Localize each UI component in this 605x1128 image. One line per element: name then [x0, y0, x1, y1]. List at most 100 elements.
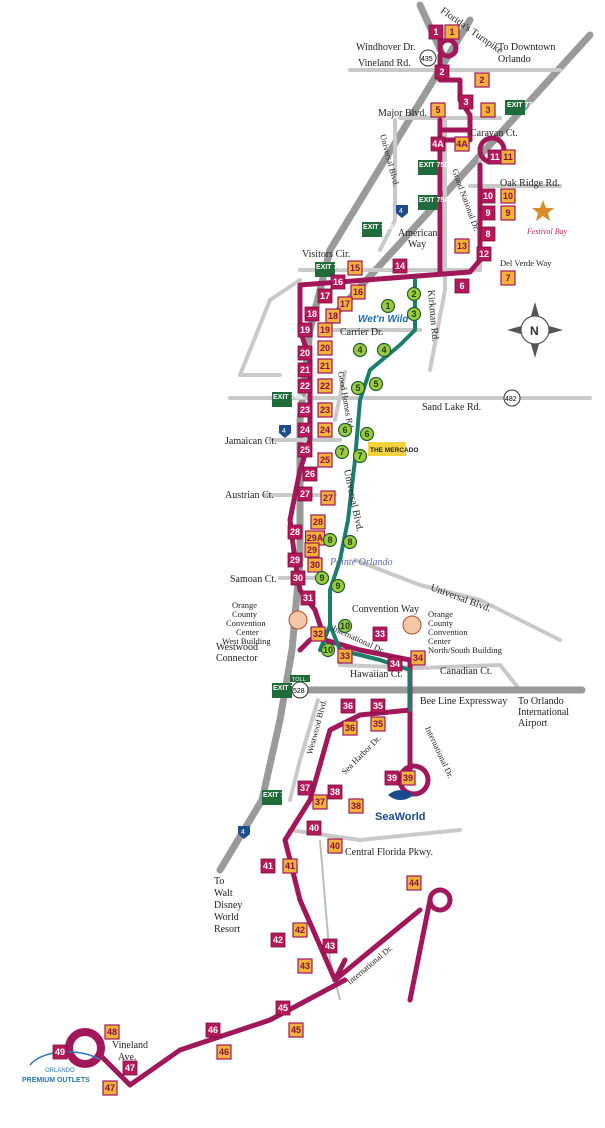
red-stop-23: 23 [297, 402, 313, 418]
svg-text:9: 9 [335, 581, 340, 591]
jamaican-label: Jamaican Ct. [225, 436, 277, 447]
red-stop-28-b: 28 [310, 514, 326, 530]
to-airport-label-1: To Orlando [518, 696, 564, 707]
green-stop-6: 6 [337, 422, 353, 438]
red-stop-35: 35 [370, 698, 386, 714]
to-airport-label-2: International [518, 707, 569, 718]
svg-text:23: 23 [320, 405, 330, 415]
svg-text:27: 27 [323, 493, 333, 503]
shield-i4-3: 4 [238, 826, 250, 839]
red-stop-40: 40 [306, 820, 322, 836]
to-airport-label-3: Airport [518, 718, 548, 729]
green-stop-4-b: 4 [376, 342, 392, 358]
svg-text:ORLANDO: ORLANDO [45, 1068, 75, 1074]
red-stop-44: 44 [406, 875, 422, 891]
svg-text:39: 39 [387, 773, 397, 783]
svg-text:29A: 29A [307, 533, 324, 543]
red-stop-37-b: 37 [312, 794, 328, 810]
major-label: Major Blvd. [378, 108, 427, 119]
canadian-label: Canadian Ct. [440, 666, 492, 677]
caravan-label: Caravan Ct. [470, 128, 518, 139]
svg-text:6: 6 [364, 429, 369, 439]
svg-text:27: 27 [300, 489, 310, 499]
svg-text:29: 29 [290, 555, 300, 565]
red-stop-36-b: 36 [342, 720, 358, 736]
red-stop-14: 14 [392, 258, 408, 274]
red-stop-48: 48 [104, 1024, 120, 1040]
to-wdw-3: Disney [214, 900, 242, 911]
red-stop-5: 5 [430, 102, 446, 118]
svg-text:7: 7 [339, 447, 344, 457]
svg-text:30: 30 [293, 573, 303, 583]
svg-text:18: 18 [328, 311, 338, 321]
red-stop-3-b: 3 [480, 102, 496, 118]
red-stop-45: 45 [275, 1000, 291, 1016]
svg-text:4: 4 [399, 208, 403, 215]
red-stop-4a: 4A [430, 136, 446, 152]
downtown-label-2: Orlando [498, 54, 531, 65]
svg-text:12: 12 [479, 249, 489, 259]
compass-icon: N [507, 302, 563, 358]
svg-text:10: 10 [483, 191, 493, 201]
svg-text:482: 482 [505, 396, 517, 403]
svg-text:N: N [530, 324, 539, 338]
exit-75b-sign: EXIT 75B [418, 160, 449, 175]
red-stop-29: 29 [287, 552, 303, 568]
svg-text:435: 435 [421, 56, 433, 63]
svg-text:36: 36 [343, 701, 353, 711]
occc-ns-4: Center [428, 636, 451, 646]
svg-text:13: 13 [457, 241, 467, 251]
green-stop-3: 3 [406, 306, 422, 322]
svg-text:EXIT 74B: EXIT 74B [363, 224, 393, 231]
svg-text:24: 24 [300, 425, 310, 435]
red-stop-46-b: 46 [216, 1044, 232, 1060]
svg-text:33: 33 [375, 629, 385, 639]
red-stop-43: 43 [322, 938, 338, 954]
svg-text:47: 47 [105, 1083, 115, 1093]
green-stop-4: 4 [352, 342, 368, 358]
to-wdw-1: To [214, 876, 224, 887]
convention-way-label: Convention Way [352, 604, 419, 615]
svg-text:46: 46 [219, 1047, 229, 1057]
green-stop-9-b: 9 [330, 578, 346, 594]
svg-text:21: 21 [300, 365, 310, 375]
svg-text:EXIT 75B: EXIT 75B [419, 162, 449, 169]
red-stop-39-b: 39 [400, 770, 416, 786]
seaworld-logo: SeaWorld [375, 790, 426, 823]
red-stop-7: 7 [500, 270, 516, 286]
central-fl-label: Central Florida Pkwy. [345, 847, 433, 858]
oak-ridge-label: Oak Ridge Rd. [500, 178, 560, 189]
beeline-label: Bee Line Expressway [420, 696, 507, 707]
svg-text:19: 19 [300, 325, 310, 335]
svg-text:19: 19 [320, 325, 330, 335]
svg-text:THE MERCADO: THE MERCADO [370, 447, 418, 454]
red-stop-24-b: 24 [317, 422, 333, 438]
exit-74a-sign-2: EXIT 74A [272, 392, 303, 407]
svg-text:9: 9 [485, 208, 490, 218]
red-stop-16-b: 16 [350, 284, 366, 300]
occc-ns-1: Orange [428, 609, 453, 619]
places: Orange County Convention Center West Bui… [22, 200, 568, 1084]
festival-bay-logo: Festival Bay [526, 200, 568, 236]
occc-west-2: County [232, 609, 258, 619]
red-stop-18: 18 [304, 306, 320, 322]
red-stop-3: 3 [458, 94, 474, 110]
red-stop-25: 25 [297, 442, 313, 458]
austrian-label: Austrian Ct. [225, 490, 274, 501]
green-stop-10: 10 [337, 618, 353, 634]
red-stop-38-b: 38 [348, 798, 364, 814]
svg-text:3: 3 [485, 105, 490, 115]
svg-text:25: 25 [320, 455, 330, 465]
red-stop-45-b: 45 [288, 1022, 304, 1038]
red-stop-34-b: 34 [410, 650, 426, 666]
red-stop-36: 36 [340, 698, 356, 714]
svg-text:PREMIUM OUTLETS: PREMIUM OUTLETS [22, 1077, 90, 1084]
american-way-label-2: Way [408, 239, 426, 250]
green-stop-7-b: 7 [352, 448, 368, 464]
westwood-conn-label-2: Connector [216, 653, 258, 664]
sea-harbor-label: Sea Harbor Dr. [339, 733, 382, 776]
